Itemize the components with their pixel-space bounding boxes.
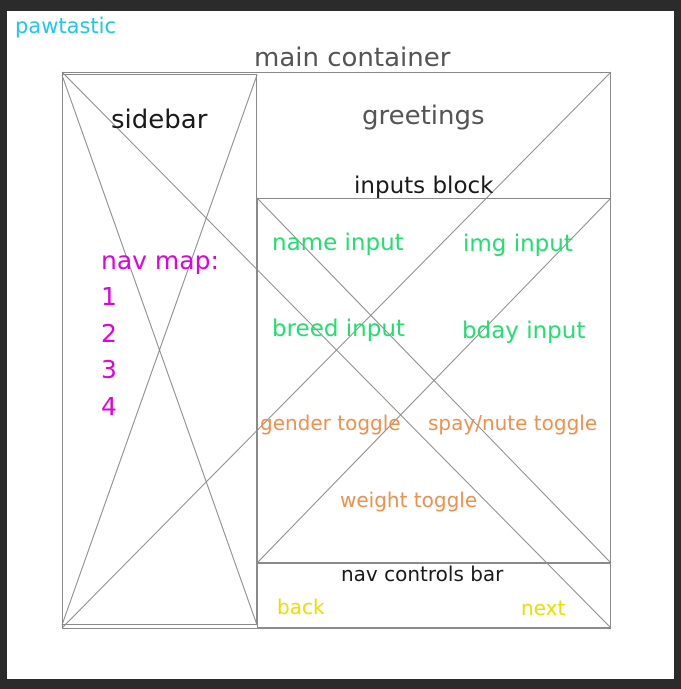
inputs-block-box — [257, 198, 611, 563]
nav-map-item[interactable]: 4 — [101, 392, 117, 421]
next-button[interactable]: next — [521, 596, 566, 620]
main-cross-line — [61, 71, 612, 629]
breed-input[interactable]: breed input — [272, 316, 405, 342]
nav-controls-bar-box — [257, 563, 611, 628]
gender-toggle[interactable]: gender toggle — [260, 411, 401, 435]
nav-map-item[interactable]: 1 — [101, 282, 117, 311]
greetings-label: greetings — [362, 101, 485, 131]
brand-logo: pawtastic — [15, 14, 117, 38]
inputs-cross-line — [256, 197, 612, 564]
inputs-block-label: inputs block — [354, 173, 494, 199]
sidebar-cross-line — [61, 74, 258, 626]
back-button[interactable]: back — [277, 595, 325, 619]
sidebar-box — [62, 74, 257, 625]
nav-map-title: nav map: — [101, 246, 219, 275]
name-input[interactable]: name input — [272, 230, 404, 256]
wireframe-canvas: pawtastic main container sidebar greetin… — [7, 11, 674, 679]
nav-map-item[interactable]: 3 — [101, 355, 117, 384]
bday-input[interactable]: bday input — [462, 318, 586, 344]
spay-nute-toggle[interactable]: spay/nute toggle — [428, 411, 598, 435]
nav-controls-bar-label: nav controls bar — [341, 562, 504, 586]
img-input[interactable]: img input — [463, 231, 573, 257]
nav-map-item[interactable]: 2 — [101, 319, 117, 348]
sidebar-label: sidebar — [111, 105, 208, 135]
wireframe-cross-lines — [61, 71, 612, 629]
weight-toggle[interactable]: weight toggle — [340, 488, 478, 512]
main-container-label: main container — [254, 43, 451, 73]
